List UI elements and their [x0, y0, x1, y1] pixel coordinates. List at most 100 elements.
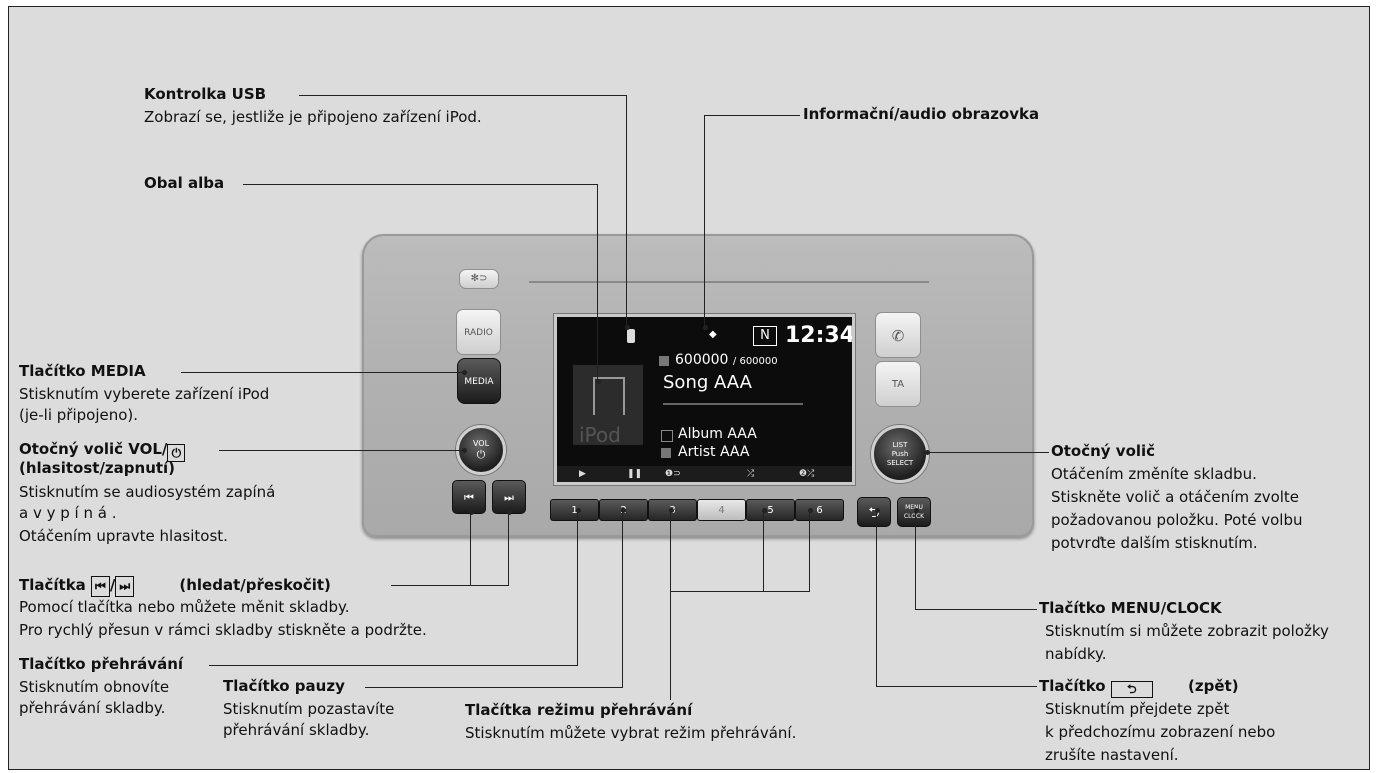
usb-icon [627, 329, 635, 343]
leader-dot-media [462, 370, 467, 375]
skip-desc-part-2: nebo [137, 598, 176, 616]
leader-dot-knob [925, 450, 930, 455]
skip-back-symbol-icon: ⏮ [91, 576, 110, 597]
artist-icon [661, 448, 671, 458]
leader-play-v [577, 510, 579, 666]
skip-forward-button[interactable]: ⏭ [492, 480, 526, 514]
leader-album-v [597, 184, 599, 382]
select-knob[interactable]: LIST Push SELECT [871, 425, 929, 483]
select-knob-desc-2: Stiskněte volič a otáčením zvolte [1051, 488, 1300, 506]
preset-button-4[interactable]: 4 [697, 499, 746, 521]
leader-vol-h [219, 450, 464, 452]
preset-button-5[interactable]: 5 [746, 499, 795, 521]
progress-bar [663, 403, 803, 405]
ipod-label: iPod [579, 423, 621, 447]
phone-button[interactable]: ✆ [875, 312, 921, 358]
pause-button-desc-1: Stisknutím pozastavíte [223, 700, 395, 718]
skip-back-button[interactable]: ⏮ [452, 480, 486, 514]
leader-media-h [181, 372, 464, 374]
menu-clock-title: Tlačítko MENU/CLOCK [1039, 599, 1222, 617]
back-button[interactable]: ⮌ [857, 497, 891, 527]
leader-dot-pause [621, 508, 626, 513]
select-knob-desc-4: potvrďte dalším stisknutím. [1051, 534, 1258, 552]
leader-dot-play [576, 508, 581, 513]
play-icon: ▶ [579, 469, 586, 479]
leader-dot-mode-3 [669, 508, 674, 513]
leader-menu-h [915, 609, 1037, 611]
screen-clock: 12:34 [785, 323, 855, 348]
dimmer-button[interactable]: ✻⊃ [459, 269, 499, 289]
leader-mode-h [670, 591, 810, 593]
ta-button[interactable]: TA [875, 361, 921, 407]
album-art-title: Obal alba [144, 174, 225, 192]
album-name: Album AAA [678, 426, 757, 442]
skip-desc-part-1: Pomocí tlačítka [19, 598, 133, 616]
leader-dot-vol [462, 448, 467, 453]
play-mode-title: Tlačítka režimu přehrávání [465, 701, 693, 719]
vol-knob-desc-3: Otáčením upravte hlasitost. [19, 527, 228, 545]
skip-buttons-title: Tlačítka ⏮/⏭ (hledat/přeskočit) [19, 576, 331, 597]
radio-button[interactable]: RADIO [456, 309, 501, 355]
artist-name: Artist AAA [678, 444, 750, 460]
back-arrow-icon: ⮌ [868, 505, 880, 521]
diagram-frame: ✻⊃ RADIO MEDIA VOL ⏻ ⏮ ⏭ ✆ TA LIST Push … [8, 6, 1370, 770]
media-button-label: MEDIA [464, 377, 494, 387]
leader-pause-v [622, 510, 624, 687]
audio-screen: ◆ N 12:34 iPod 600000 / 600000 Song AAA … [554, 314, 855, 485]
leader-back-h [876, 686, 1037, 688]
media-button-desc-2: (je-li připojeno). [19, 406, 139, 424]
repeat-icon: ❶⊃ [665, 469, 681, 479]
leader-mode-v-center [670, 510, 672, 700]
phone-icon: ✆ [891, 327, 905, 345]
skip-buttons-title-text: Tlačítka [19, 576, 86, 594]
track-count: 600000 / 600000 [675, 352, 778, 368]
clock-button-label: CLOCK [903, 513, 925, 520]
menu-clock-desc-1: Stisknutím si můžete zobrazit položky [1045, 622, 1329, 640]
skip-back-icon: ⏮ [464, 491, 474, 504]
power-icon: ⏻ [476, 448, 486, 461]
pause-button-desc-2: přehrávání skladby. [223, 721, 370, 739]
select-knob-desc-1: Otáčením změníte skladbu. [1051, 465, 1257, 483]
skip-desc-part-3: můžete měnit skladby. [179, 598, 350, 616]
leader-mode-v-6 [809, 510, 811, 592]
leader-back-v [876, 510, 878, 687]
skip-forward-symbol-icon: ⏭ [115, 576, 135, 597]
leader-pause-h [365, 687, 623, 689]
leader-usb-v [626, 95, 628, 328]
leader-play-h [209, 665, 578, 667]
leader-skip-h [391, 585, 509, 587]
skip-buttons-desc-2: Pro rychlý přesun v rámci skladby stiskn… [19, 621, 427, 639]
preset-4-label: 4 [718, 505, 725, 516]
select-knob-label-push: Push [891, 450, 909, 458]
media-button-title: Tlačítko MEDIA [19, 362, 146, 380]
preset-button-6[interactable]: 6 [795, 499, 844, 521]
preset-button-1[interactable]: 1 [550, 499, 599, 521]
leader-dot-usb [625, 325, 630, 330]
album-icon [661, 430, 673, 442]
vol-power-knob[interactable]: VOL ⏻ [456, 425, 506, 475]
select-knob-label-select: SELECT [886, 459, 914, 467]
play-mode-desc: Stisknutím můžete vybrat režim přehráván… [465, 724, 797, 742]
menu-clock-desc-2: nabídky. [1045, 645, 1107, 663]
usb-indicator-title: Kontrolka USB [144, 85, 267, 103]
leader-mode-v-5 [763, 510, 765, 592]
back-button-desc-3: zrušíte nastavení. [1045, 746, 1179, 764]
track-number: 600000 [675, 352, 729, 368]
leader-dot-mode-5 [762, 508, 767, 513]
shuffle-icon: ⤮ [747, 469, 755, 479]
media-button[interactable]: MEDIA [457, 358, 501, 404]
leader-menu-v [915, 510, 917, 610]
pause-icon: ❚❚ [627, 469, 643, 479]
track-count-icon [659, 356, 669, 366]
ta-button-label: TA [891, 379, 905, 390]
leader-skip-v1 [470, 512, 472, 585]
leader-dot-skip-forward [507, 510, 512, 515]
play-button-desc-1: Stisknutím obnovíte [19, 678, 170, 696]
preset-6-label: 6 [816, 505, 823, 516]
leader-album-h [243, 184, 598, 186]
skip-buttons-title-suffix: (hledat/přeskočit) [179, 576, 331, 594]
leader-screen-v [704, 115, 706, 329]
leader-dot-menu [914, 508, 919, 513]
back-button-title-suffix: (zpět) [1188, 677, 1239, 695]
album-art-icon: iPod [573, 365, 643, 447]
